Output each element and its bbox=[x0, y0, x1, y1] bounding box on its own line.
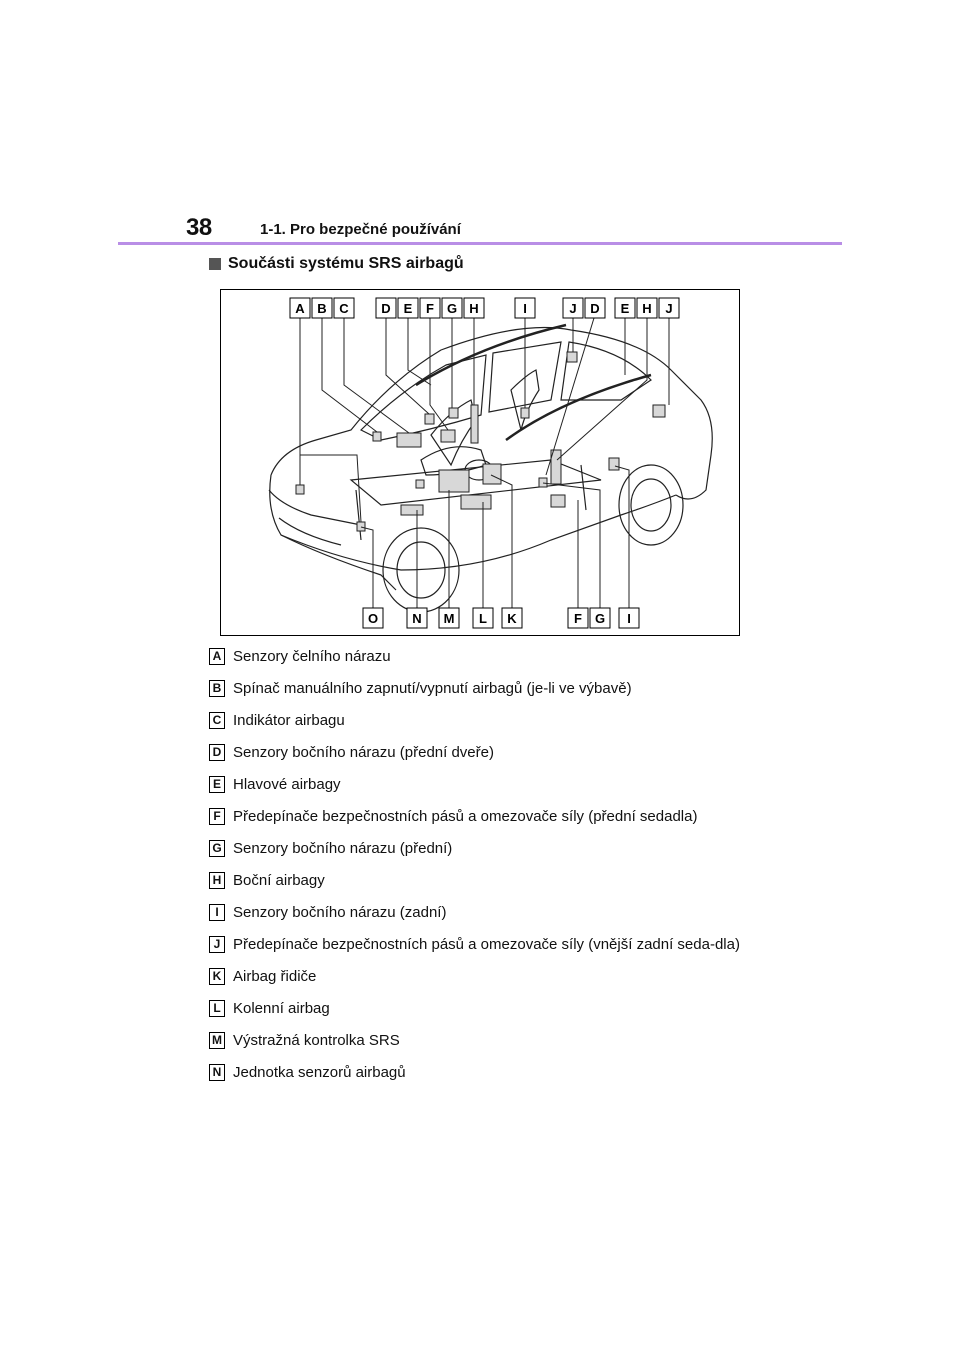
legend-key: E bbox=[209, 776, 225, 793]
svg-text:F: F bbox=[574, 611, 582, 626]
legend-key: D bbox=[209, 744, 225, 761]
legend-text: Senzory bočního nárazu (přední dveře) bbox=[233, 742, 769, 763]
legend-item: L Kolenní airbag bbox=[209, 998, 769, 1019]
svg-text:J: J bbox=[665, 301, 672, 316]
top-label: I bbox=[515, 298, 535, 318]
svg-text:H: H bbox=[642, 301, 651, 316]
legend-item: A Senzory čelního nárazu bbox=[209, 646, 769, 667]
car-illustration: A B C D E F G H I J D E H J O N M L K F … bbox=[221, 290, 739, 635]
legend-key: N bbox=[209, 1064, 225, 1081]
svg-text:B: B bbox=[317, 301, 326, 316]
page-number: 38 bbox=[186, 214, 212, 242]
subheading: Součásti systému SRS airbagů bbox=[209, 255, 464, 273]
svg-text:I: I bbox=[523, 301, 527, 316]
legend-key: F bbox=[209, 808, 225, 825]
top-label: J bbox=[659, 298, 679, 318]
legend-key: G bbox=[209, 840, 225, 857]
bottom-label: K bbox=[502, 608, 522, 628]
legend-key: J bbox=[209, 936, 225, 953]
svg-text:D: D bbox=[590, 301, 599, 316]
legend-text: Hlavové airbagy bbox=[233, 774, 769, 795]
top-label-row: A B C D E F G H I J D E H J bbox=[290, 298, 679, 318]
legend-key: L bbox=[209, 1000, 225, 1017]
subheading-text: Součásti systému SRS airbagů bbox=[228, 255, 464, 273]
svg-text:M: M bbox=[444, 611, 455, 626]
top-label: A bbox=[290, 298, 310, 318]
bottom-label: I bbox=[619, 608, 639, 628]
square-bullet-icon bbox=[209, 258, 221, 270]
top-label: D bbox=[585, 298, 605, 318]
legend-text: Boční airbagy bbox=[233, 870, 769, 891]
legend-item: H Boční airbagy bbox=[209, 870, 769, 891]
section-title: 1-1. Pro bezpečné používání bbox=[260, 221, 461, 238]
legend-item: B Spínač manuálního zapnutí/vypnutí airb… bbox=[209, 678, 769, 699]
legend-text: Předepínače bezpečnostních pásů a omezov… bbox=[233, 934, 769, 955]
svg-text:E: E bbox=[404, 301, 413, 316]
legend-text: Předepínače bezpečnostních pásů a omezov… bbox=[233, 806, 769, 827]
svg-text:L: L bbox=[479, 611, 487, 626]
top-label: J bbox=[563, 298, 583, 318]
svg-text:E: E bbox=[621, 301, 630, 316]
bottom-label: F bbox=[568, 608, 588, 628]
page-header: 38 1-1. Pro bezpečné používání bbox=[0, 0, 960, 250]
legend-key: I bbox=[209, 904, 225, 921]
legend-key: A bbox=[209, 648, 225, 665]
svg-text:N: N bbox=[412, 611, 421, 626]
svg-text:K: K bbox=[507, 611, 517, 626]
top-label: H bbox=[464, 298, 484, 318]
legend-key: H bbox=[209, 872, 225, 889]
legend-list: A Senzory čelního nárazu B Spínač manuál… bbox=[209, 646, 769, 1094]
svg-text:D: D bbox=[381, 301, 390, 316]
top-label: B bbox=[312, 298, 332, 318]
svg-text:O: O bbox=[368, 611, 378, 626]
svg-text:F: F bbox=[426, 301, 434, 316]
legend-text: Senzory bočního nárazu (přední) bbox=[233, 838, 769, 859]
legend-key: K bbox=[209, 968, 225, 985]
bottom-label-row: O N M L K F G I bbox=[363, 608, 639, 628]
svg-text:H: H bbox=[469, 301, 478, 316]
legend-key: M bbox=[209, 1032, 225, 1049]
bottom-label: N bbox=[407, 608, 427, 628]
bottom-label: L bbox=[473, 608, 493, 628]
bottom-label: O bbox=[363, 608, 383, 628]
legend-item: F Předepínače bezpečnostních pásů a omez… bbox=[209, 806, 769, 827]
components bbox=[296, 352, 665, 531]
legend-text: Senzory čelního nárazu bbox=[233, 646, 769, 667]
top-label: E bbox=[615, 298, 635, 318]
svg-text:G: G bbox=[595, 611, 605, 626]
legend-item: N Jednotka senzorů airbagů bbox=[209, 1062, 769, 1083]
legend-item: I Senzory bočního nárazu (zadní) bbox=[209, 902, 769, 923]
legend-text: Indikátor airbagu bbox=[233, 710, 769, 731]
svg-text:J: J bbox=[569, 301, 576, 316]
svg-text:C: C bbox=[339, 301, 349, 316]
legend-key: C bbox=[209, 712, 225, 729]
legend-text: Senzory bočního nárazu (zadní) bbox=[233, 902, 769, 923]
bottom-label: M bbox=[439, 608, 459, 628]
legend-text: Výstražná kontrolka SRS bbox=[233, 1030, 769, 1051]
legend-text: Airbag řidiče bbox=[233, 966, 769, 987]
top-label: D bbox=[376, 298, 396, 318]
legend-item: K Airbag řidiče bbox=[209, 966, 769, 987]
top-label: F bbox=[420, 298, 440, 318]
legend-text: Spínač manuálního zapnutí/vypnutí airbag… bbox=[233, 678, 769, 699]
svg-text:I: I bbox=[627, 611, 631, 626]
legend-item: D Senzory bočního nárazu (přední dveře) bbox=[209, 742, 769, 763]
legend-item: C Indikátor airbagu bbox=[209, 710, 769, 731]
top-label: H bbox=[637, 298, 657, 318]
legend-text: Kolenní airbag bbox=[233, 998, 769, 1019]
header-divider bbox=[118, 242, 842, 245]
svg-text:A: A bbox=[295, 301, 305, 316]
legend-key: B bbox=[209, 680, 225, 697]
legend-item: M Výstražná kontrolka SRS bbox=[209, 1030, 769, 1051]
airbag-diagram: A B C D E F G H I J D E H J O N M L K F … bbox=[220, 289, 740, 636]
svg-text:G: G bbox=[447, 301, 457, 316]
top-label: G bbox=[442, 298, 462, 318]
top-label: E bbox=[398, 298, 418, 318]
top-label: C bbox=[334, 298, 354, 318]
legend-item: E Hlavové airbagy bbox=[209, 774, 769, 795]
legend-item: J Předepínače bezpečnostních pásů a omez… bbox=[209, 934, 769, 955]
bottom-label: G bbox=[590, 608, 610, 628]
legend-text: Jednotka senzorů airbagů bbox=[233, 1062, 769, 1083]
legend-item: G Senzory bočního nárazu (přední) bbox=[209, 838, 769, 859]
